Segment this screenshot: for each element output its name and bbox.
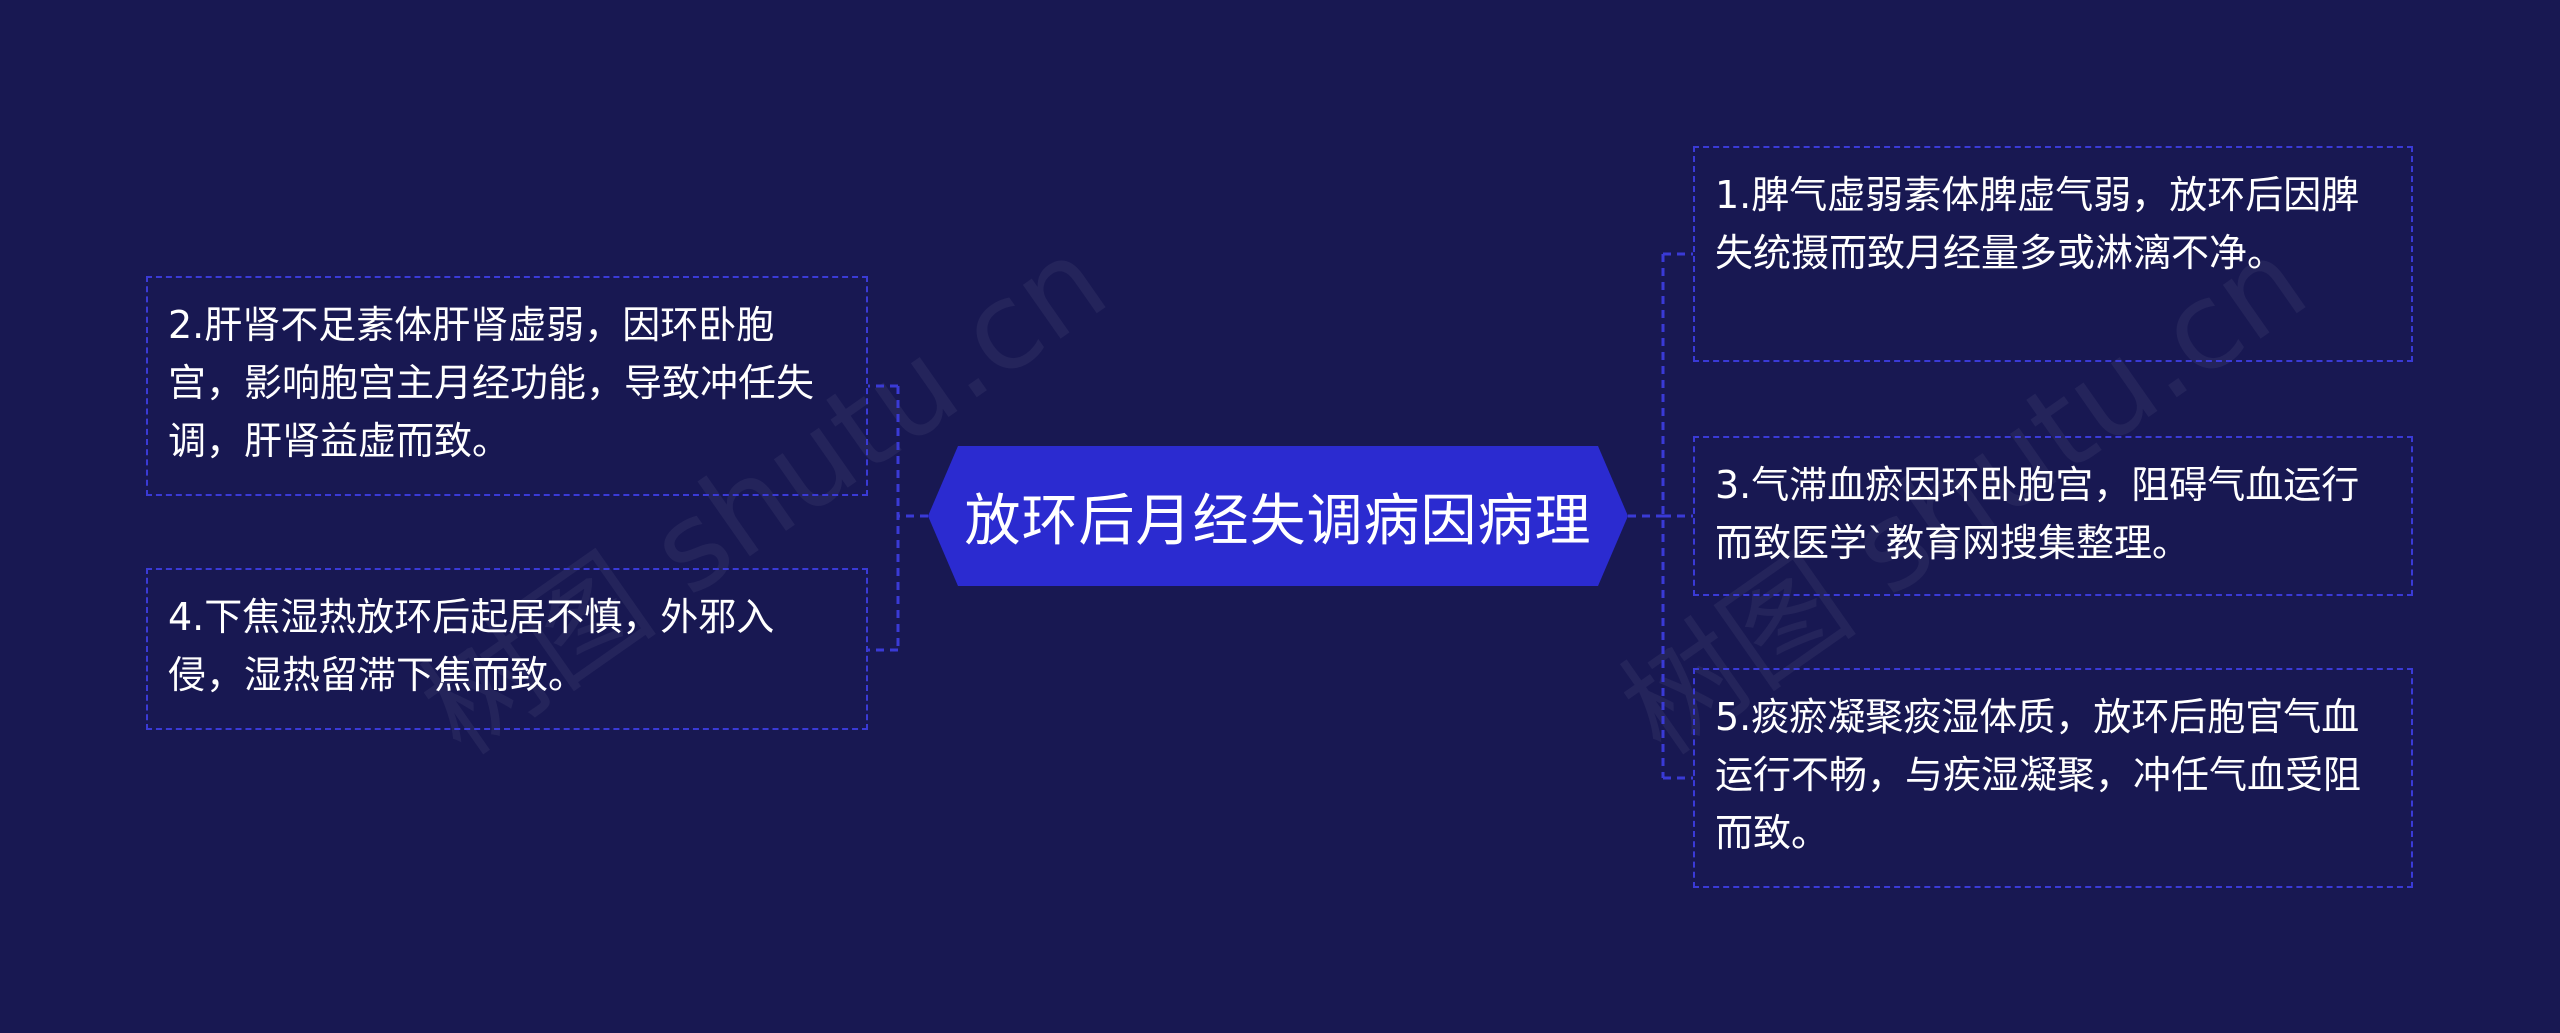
topic-node-3-text: 3.气滞血瘀因环卧胞宫，阻碍气血运行而致医学`教育网搜集整理。 [1715,463,2360,565]
root-topic-label: 放环后月经失调病因病理 [964,488,1592,554]
topic-node-2[interactable]: 2.肝肾不足素体肝肾虚弱，因环卧胞宫，影响胞宫主月经功能，导致冲任失调，肝肾益虚… [146,276,868,496]
topic-node-4-text: 4.下焦湿热放环后起居不慎，外邪入侵，湿热留滞下焦而致。 [168,595,775,697]
topic-node-1[interactable]: 1.脾气虚弱素体脾虚气弱，放环后因脾失统摄而致月经量多或淋漓不净。 [1693,146,2413,362]
topic-node-3[interactable]: 3.气滞血瘀因环卧胞宫，阻碍气血运行而致医学`教育网搜集整理。 [1693,436,2413,596]
topic-node-5[interactable]: 5.痰瘀凝聚痰湿体质，放环后胞官气血运行不畅，与疾湿凝聚，冲任气血受阻而致。 [1693,668,2413,888]
topic-node-5-text: 5.痰瘀凝聚痰湿体质，放环后胞官气血运行不畅，与疾湿凝聚，冲任气血受阻而致。 [1715,695,2362,855]
root-topic[interactable]: 放环后月经失调病因病理 [928,446,1628,586]
root-topic-shape [928,446,1628,586]
topic-node-2-text: 2.肝肾不足素体肝肾虚弱，因环卧胞宫，影响胞宫主月经功能，导致冲任失调，肝肾益虚… [168,303,815,463]
topic-node-4[interactable]: 4.下焦湿热放环后起居不慎，外邪入侵，湿热留滞下焦而致。 [146,568,868,730]
topic-node-1-text: 1.脾气虚弱素体脾虚气弱，放环后因脾失统摄而致月经量多或淋漓不净。 [1715,173,2360,275]
